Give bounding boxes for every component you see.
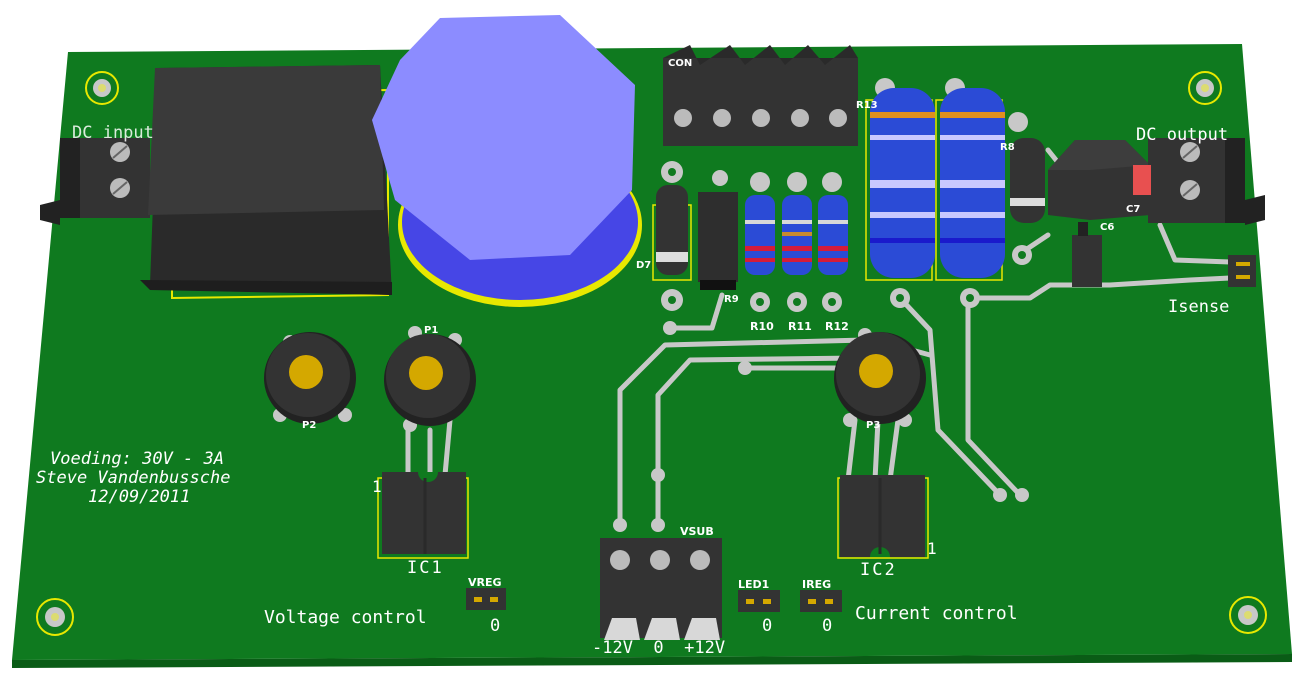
p1-label: P1 [424,325,438,336]
copper-traces [405,147,1233,528]
vreg-label: VREG [468,576,502,589]
vreg-header [466,588,506,610]
p3-label: P3 [866,420,880,431]
r10-label: R10 [750,320,774,333]
isense-label: Isense [1168,297,1229,317]
d7-label: D7 [636,260,651,271]
dc-output-label: DC output [1136,125,1228,145]
ic1-chip [377,472,469,559]
current-control-label: Current control [855,603,1018,624]
pcb-board-edge [12,654,1292,668]
dc-input-label: DC input [72,123,154,143]
regulator-c6 [1048,140,1150,287]
ic1-pin1-label: 1 [372,477,382,496]
r12-label: R12 [825,320,849,333]
dc-input-terminal [40,138,150,225]
via-pads [613,321,1029,532]
mounting-hole-bottom-right [1229,596,1267,634]
led1-value: 0 [762,616,772,636]
electrolytic-capacitor [372,15,642,307]
vsub-label: VSUB [680,525,714,538]
vreg-value: 0 [490,616,500,636]
resistor-small-right [1008,112,1045,265]
r8-label: R8 [1000,142,1015,153]
trimmer-p1 [384,326,476,432]
voeding-label: Voeding: 30V - 3A [50,449,224,469]
vsub-terminal [600,538,722,640]
resistor-r12 [818,172,848,312]
connector-con [663,45,858,146]
transformer-block [140,65,392,300]
led1-header [738,590,780,612]
resistor-r11 [782,172,812,312]
trimmer-p2 [264,332,356,424]
con-label: CON [668,58,692,69]
power-resistor-left [865,78,935,308]
ireg-label: IREG [802,578,831,591]
mounting-hole-bottom-left [36,598,74,636]
resistor-r10 [745,172,775,312]
date-label: 12/09/2011 [88,487,190,507]
ic2-pin1-label: 1 [927,539,937,558]
p2-label: P2 [302,420,316,431]
led1-label: LED1 [738,578,769,591]
mounting-hole-top-left [85,71,119,105]
ic1-label: IC1 [407,558,444,578]
c6-label: C6 [1100,222,1114,233]
r11-label: R11 [788,320,812,333]
ireg-value: 0 [822,616,832,636]
author-label: Steve Vandenbussche [36,468,230,488]
ic2-label: IC2 [860,560,897,580]
mounting-hole-top-right [1188,71,1222,105]
diode-d7 [652,161,692,311]
ic2-chip [837,475,929,559]
component-r9 [698,170,738,290]
voltage-control-label: Voltage control [264,607,427,628]
r9-label: R9 [724,294,739,305]
r13-label: R13 [856,100,878,111]
c7-label: C7 [1126,204,1140,215]
dc-output-terminal [1133,138,1265,225]
trimmer-p3 [834,328,926,427]
isense-header [1228,255,1256,287]
power-resistor-right [935,78,1005,308]
ireg-header [800,590,842,612]
supply-labels: -12V 0 +12V [592,638,725,658]
